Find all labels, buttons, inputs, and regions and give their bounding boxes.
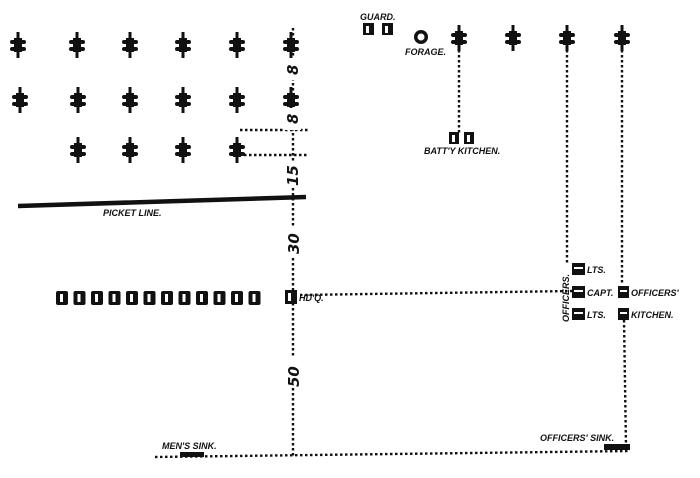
distance-8-a: 8 [284, 65, 302, 75]
officers-kitchen-tents [618, 286, 629, 320]
mens-tent-icon [108, 291, 121, 305]
picket-line [17, 194, 307, 209]
officers-sink [604, 444, 630, 450]
headquarters-label: HD'Q. [299, 293, 324, 303]
mens-tent-icon [126, 291, 138, 305]
gun-carriage-icon [122, 87, 138, 113]
gun-carriage-icon [12, 87, 28, 113]
officers-sink-line [622, 319, 628, 447]
gun-carriage-icon [122, 137, 138, 163]
mens-tent-icon [196, 291, 208, 305]
mens-tent-icon [73, 291, 86, 305]
mens-sink-label: MEN'S SINK. [162, 441, 217, 451]
gun-carriage-icon [175, 137, 191, 163]
gun-carriage-icon [614, 25, 630, 51]
mens-tent-icon [178, 291, 191, 305]
gun-carriage-icon [283, 87, 299, 113]
captain-label: CAPT. [587, 288, 613, 298]
mens-tent-icon [213, 291, 226, 305]
distance-30: 30 [285, 233, 303, 254]
gun-carriage-icon [559, 25, 575, 51]
lieutenants-label-2: LTS. [587, 310, 606, 320]
distance-8-b: 8 [284, 114, 302, 124]
lieutenants-label-1: LTS. [587, 265, 606, 275]
gun-carriage-icon [70, 87, 86, 113]
gun-carriage-icon [229, 87, 245, 113]
mens-sink [180, 452, 204, 457]
gun-carriage-icon [505, 25, 521, 51]
officers-kitchen-label-1: OFFICERS' [631, 288, 680, 298]
gun-carriage-icon [70, 137, 86, 163]
battery-kitchen-label: BATT'Y KITCHEN. [424, 146, 500, 156]
mens-tent-icon [56, 291, 68, 305]
mens-tent-icon [161, 291, 173, 305]
sinks-line [154, 449, 631, 459]
gun-carriage-icon [229, 137, 245, 163]
distance-labels: 8 8 15 30 50 [284, 58, 303, 388]
officers-label: OFFICERS. [561, 274, 571, 322]
gun-carriage-icon [229, 32, 245, 58]
gun-carriage-icon [283, 32, 299, 58]
officers-tents [572, 263, 585, 320]
gun-carriage-icon [10, 32, 26, 58]
gun-carriage-icon [175, 87, 191, 113]
gun-carriage-icon [69, 32, 85, 58]
distance-50: 50 [285, 366, 303, 387]
gun-carriage-icon [122, 32, 138, 58]
gun-carriage-icon [451, 25, 467, 51]
picket-line-label: PICKET LINE. [103, 208, 162, 218]
gun-carriage-icon [175, 32, 191, 58]
distance-15: 15 [284, 165, 302, 186]
mens-tent-icon [91, 291, 103, 305]
hq-officers-line [299, 289, 573, 297]
officers-kitchen-label-2: KITCHEN. [631, 310, 674, 320]
mens-tent-icon [231, 291, 243, 305]
forage-label: FORAGE. [405, 47, 446, 57]
mens-tent-icon [248, 291, 261, 305]
mens-tent-icon [143, 291, 156, 305]
guard-label: GUARD. [360, 12, 396, 22]
mens-tents-row [56, 291, 261, 305]
officers-sink-label: OFFICERS' SINK. [540, 433, 614, 443]
gun-carriages [10, 25, 630, 163]
